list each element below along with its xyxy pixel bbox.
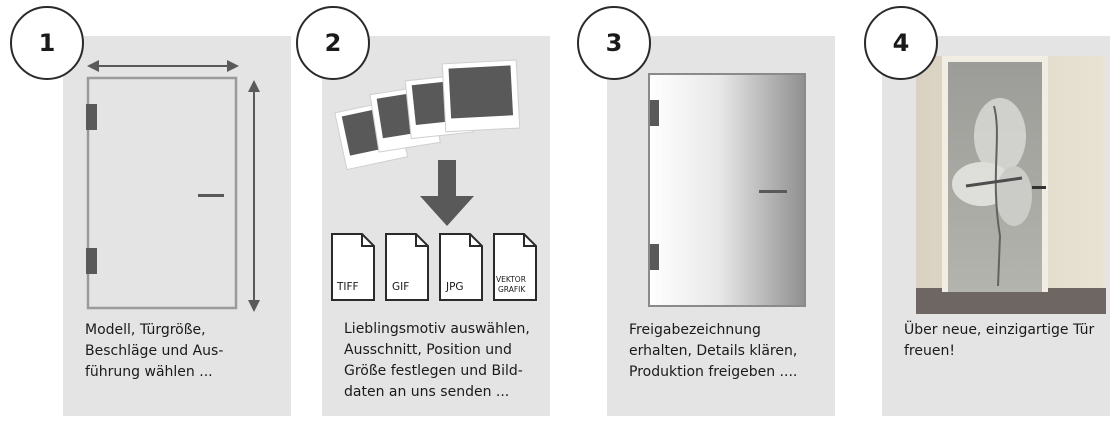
- file-label-gif: GIF: [392, 281, 409, 293]
- file-label-grafik: GRAFIK: [498, 285, 526, 294]
- hinge-bottom: [86, 248, 97, 274]
- hinge-top: [86, 104, 97, 130]
- door-proof-illustration: [648, 73, 806, 307]
- down-arrow-icon: [420, 160, 474, 226]
- hinge-top: [650, 100, 659, 126]
- step-number-badge-1: 1: [10, 6, 84, 80]
- door-handle: [1032, 186, 1046, 189]
- file-label-vektor: VEKTOR: [496, 275, 526, 284]
- file-label-jpg: JPG: [445, 281, 464, 293]
- file-icon-gif: GIF: [385, 233, 429, 301]
- door-handle: [759, 190, 787, 193]
- step-caption-3: Freigabezeichnung erhalten, Details klär…: [629, 322, 798, 380]
- step-panel-1: Modell, Türgröße, Beschläge und Aus- füh…: [63, 36, 291, 416]
- step-caption-4: Über neue, einzigartige Tür freuen!: [904, 322, 1095, 359]
- step-number-2: 2: [324, 29, 342, 57]
- file-icon-tiff: TIFF: [331, 233, 375, 301]
- image-upload-illustration: TIFF GIF JPG VEKTOR GRAFIK: [331, 59, 537, 301]
- step-panel-4: Über neue, einzigartige Tür freuen!: [882, 36, 1110, 416]
- photo-stack-icon: [334, 59, 521, 171]
- step-number-4: 4: [892, 29, 910, 57]
- step-panel-3: Freigabezeichnung erhalten, Details klär…: [607, 36, 835, 416]
- step-caption-2: Lieblingsmotiv auswählen, Ausschnitt, Po…: [344, 321, 530, 400]
- file-icon-jpg: JPG: [439, 233, 483, 301]
- step-panel-2: TIFF GIF JPG VEKTOR GRAFIK Lieblingsmoti…: [322, 36, 550, 416]
- height-arrow-icon: [248, 80, 260, 312]
- step-number-badge-4: 4: [864, 6, 938, 80]
- door-handle: [198, 194, 224, 197]
- step-number-3: 3: [605, 29, 623, 57]
- door-measure-illustration: [86, 60, 260, 312]
- flower-motif: [952, 98, 1032, 287]
- door-frame-outline: [86, 76, 238, 310]
- step-number-badge-2: 2: [296, 6, 370, 80]
- step-number-badge-3: 3: [577, 6, 651, 80]
- hinge-bottom: [650, 244, 659, 270]
- file-icon-vektorgrafik: VEKTOR GRAFIK: [493, 233, 537, 301]
- finished-door-photo: [916, 56, 1106, 314]
- step-caption-1: Modell, Türgröße, Beschläge und Aus- füh…: [85, 322, 224, 380]
- file-label-tiff: TIFF: [336, 281, 359, 293]
- step-number-1: 1: [38, 29, 56, 57]
- width-arrow-icon: [87, 60, 239, 72]
